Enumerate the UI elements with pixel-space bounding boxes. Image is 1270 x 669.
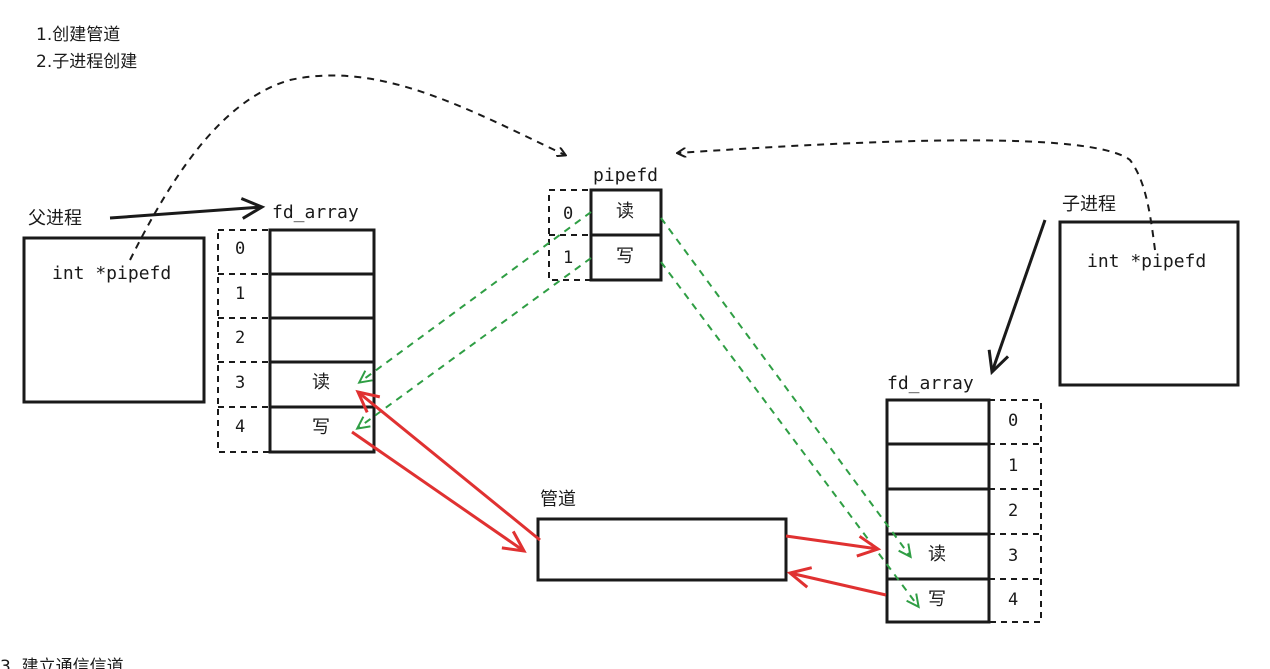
child-fd-entry-4: 写 [928, 589, 946, 610]
pipe-links [351, 389, 887, 597]
child-fd-index-3: 3 [1008, 546, 1019, 566]
parent-fd-title: fd_array [272, 202, 359, 223]
parent-fd-index-3: 3 [235, 373, 246, 393]
child-fd-index-2: 2 [1008, 501, 1019, 521]
step-note-3: 3. 建立通信信道 [0, 657, 124, 669]
child-fd-index-4: 4 [1008, 590, 1019, 610]
pipefd-index-1: 1 [563, 248, 574, 268]
parent-fd-index-0: 0 [235, 239, 246, 259]
pipefd-entry-write: 写 [616, 246, 634, 267]
child-fd-table [885, 398, 1042, 624]
child-pointer-curve [678, 139, 1156, 251]
pipe-box [536, 517, 788, 582]
parent-pointer-curve [129, 74, 565, 261]
parent-fd-arrow [109, 197, 266, 220]
pipefd-links [355, 211, 920, 609]
parent-fd-index-1: 1 [235, 284, 246, 304]
child-fd-arrow [987, 219, 1047, 376]
child-fd-index-0: 0 [1008, 411, 1019, 431]
child-process-box [1058, 220, 1240, 387]
child-fd-entry-3: 读 [928, 544, 946, 565]
pipefd-title: pipefd [593, 165, 659, 186]
parent-pointer-var: int *pipefd [52, 263, 172, 284]
child-fd-index-1: 1 [1008, 456, 1019, 476]
parent-process-label: 父进程 [28, 208, 82, 229]
pipe-label: 管道 [540, 489, 576, 510]
child-fd-title: fd_array [887, 373, 974, 394]
step-note-1: 1.创建管道 [36, 25, 121, 45]
step-note-2: 2.子进程创建 [36, 52, 138, 72]
parent-fd-entry-4: 写 [312, 417, 330, 438]
pipefd-table [548, 188, 663, 282]
child-pointer-var: int *pipefd [1087, 251, 1207, 272]
steps-note: 1.创建管道 2.子进程创建 [36, 22, 137, 76]
parent-fd-entry-3: 读 [312, 372, 330, 393]
pipefd-index-0: 0 [563, 204, 574, 224]
pipefd-entry-read: 读 [616, 201, 634, 222]
parent-fd-index-4: 4 [235, 417, 246, 437]
parent-process-box [22, 236, 206, 404]
parent-fd-index-2: 2 [235, 328, 246, 348]
child-process-label: 子进程 [1062, 194, 1116, 215]
